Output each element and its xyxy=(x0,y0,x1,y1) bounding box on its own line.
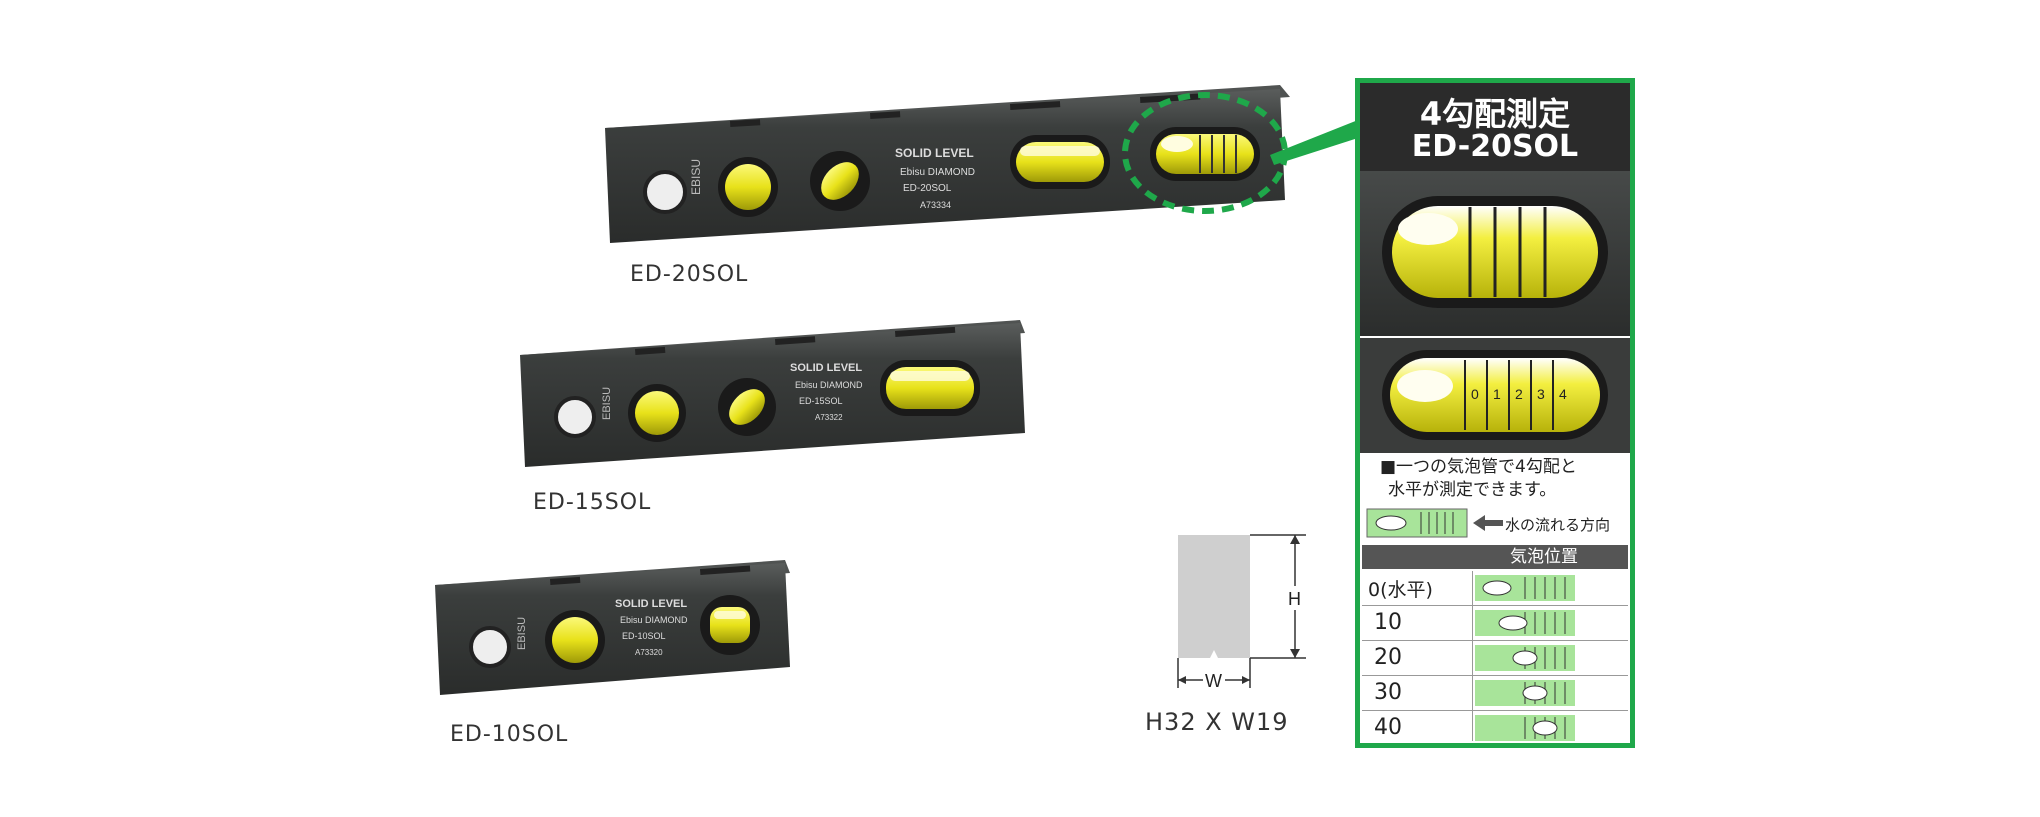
bubble-table-header: 気泡位置 xyxy=(1362,545,1628,569)
svg-text:A73334: A73334 xyxy=(920,200,951,210)
side-brand-text: EBISU xyxy=(516,617,528,650)
flow-vial-icon xyxy=(1366,508,1468,538)
product-plate: SOLID LEVEL Ebisu DIAMOND ED-20SOL A7333… xyxy=(895,146,975,210)
bubble-diagram xyxy=(1475,680,1575,706)
bubble-table: 0(水平) 10 20 30 xyxy=(1362,571,1628,745)
bubble-diagram xyxy=(1475,610,1575,636)
svg-text:Ebisu DIAMOND: Ebisu DIAMOND xyxy=(620,615,688,625)
level-ed-10sol: EBISU SOLID LEVEL Ebisu DIAMOND ED-10SOL… xyxy=(435,560,790,695)
model-label: ED-20SOL xyxy=(630,262,749,287)
svg-text:A73320: A73320 xyxy=(635,648,663,657)
panel-title-box: 4勾配測定 ED-20SOL xyxy=(1360,83,1630,171)
bubble-diagram xyxy=(1475,715,1575,741)
zoomed-vial-photo xyxy=(1360,171,1630,336)
flow-direction-label: 水の流れる方向 xyxy=(1505,516,1611,534)
side-brand-text: EBISU xyxy=(601,387,613,420)
dimension-text: H32 X W19 xyxy=(1145,708,1289,736)
bubble-diagram xyxy=(1475,575,1575,601)
level-ed-20sol: EBISU SOLID LEVEL Ebisu DIAMOND ED-20SOL… xyxy=(605,85,1290,243)
numbered-vial-photo: 0 1 2 3 4 xyxy=(1360,338,1630,453)
detail-panel: 4勾配測定 ED-20SOL 0 1 xyxy=(1355,78,1635,748)
svg-text:ED-10SOL: ED-10SOL xyxy=(622,631,666,641)
panel-title-line1: 4勾配測定 xyxy=(1419,95,1571,133)
vial-mark: 3 xyxy=(1537,386,1545,402)
table-row: 30 xyxy=(1362,676,1628,711)
svg-text:Ebisu DIAMOND: Ebisu DIAMOND xyxy=(795,380,863,390)
vial-mark: 2 xyxy=(1515,386,1523,402)
product-plate: SOLID LEVEL Ebisu DIAMOND ED-10SOL A7332… xyxy=(615,598,688,657)
height-label: H xyxy=(1288,589,1301,609)
svg-text:SOLID LEVEL: SOLID LEVEL xyxy=(895,146,974,160)
callout-connector xyxy=(1270,120,1358,165)
table-row: 0(水平) xyxy=(1362,571,1628,606)
dimension-diagram: H W xyxy=(1177,534,1306,691)
table-row: 10 xyxy=(1362,606,1628,641)
vial-mark: 1 xyxy=(1493,386,1501,402)
model-label: ED-10SOL xyxy=(450,722,569,747)
svg-text:ED-20SOL: ED-20SOL xyxy=(903,183,952,194)
vial-mark: 0 xyxy=(1471,386,1479,402)
description-line1: ■一つの気泡管で4勾配と xyxy=(1380,457,1577,477)
svg-text:SOLID LEVEL: SOLID LEVEL xyxy=(615,598,687,610)
level-ed-15sol: EBISU SOLID LEVEL Ebisu DIAMOND ED-15SOL… xyxy=(520,320,1025,467)
vial-mark: 4 xyxy=(1559,386,1567,402)
width-label: W xyxy=(1205,671,1222,691)
bubble-diagram xyxy=(1475,645,1575,671)
panel-title-line2: ED-20SOL xyxy=(1411,129,1579,164)
arrow-left-icon xyxy=(1473,515,1503,531)
svg-text:SOLID LEVEL: SOLID LEVEL xyxy=(790,362,862,374)
side-brand-text: EBISU xyxy=(689,159,703,195)
table-row: 20 xyxy=(1362,641,1628,676)
svg-text:ED-15SOL: ED-15SOL xyxy=(799,396,843,406)
description-line2: 水平が測定できます。 xyxy=(1388,480,1557,500)
svg-text:A73322: A73322 xyxy=(815,413,843,422)
model-label: ED-15SOL xyxy=(533,490,652,515)
table-row: 40 xyxy=(1362,711,1628,745)
svg-text:Ebisu DIAMOND: Ebisu DIAMOND xyxy=(900,167,975,178)
product-plate: SOLID LEVEL Ebisu DIAMOND ED-15SOL A7332… xyxy=(790,362,863,422)
